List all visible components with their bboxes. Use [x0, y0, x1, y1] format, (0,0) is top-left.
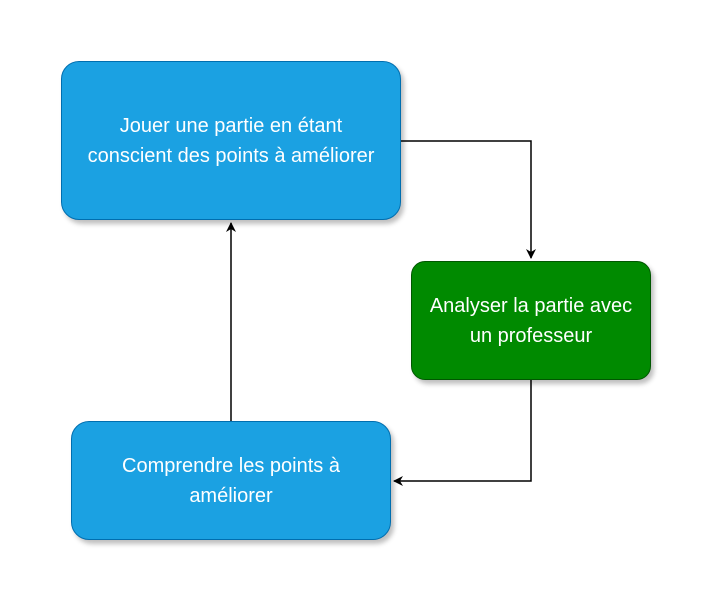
edge-analyser-to-comprendre [393, 380, 532, 486]
edge-jouer-to-analyser [401, 140, 536, 259]
node-analyser-la-partie[interactable]: Analyser la partie avec un professeur [411, 261, 651, 380]
node-jouer-une-partie[interactable]: Jouer une partie en étant conscient des … [61, 61, 401, 220]
node-jouer-label: Jouer une partie en étant conscient des … [87, 114, 375, 167]
node-analyser-label: Analyser la partie avec un professeur [429, 294, 633, 347]
node-comprendre-label: Comprendre les points à améliorer [122, 454, 340, 507]
node-comprendre-les-points[interactable]: Comprendre les points à améliorer [71, 421, 391, 540]
